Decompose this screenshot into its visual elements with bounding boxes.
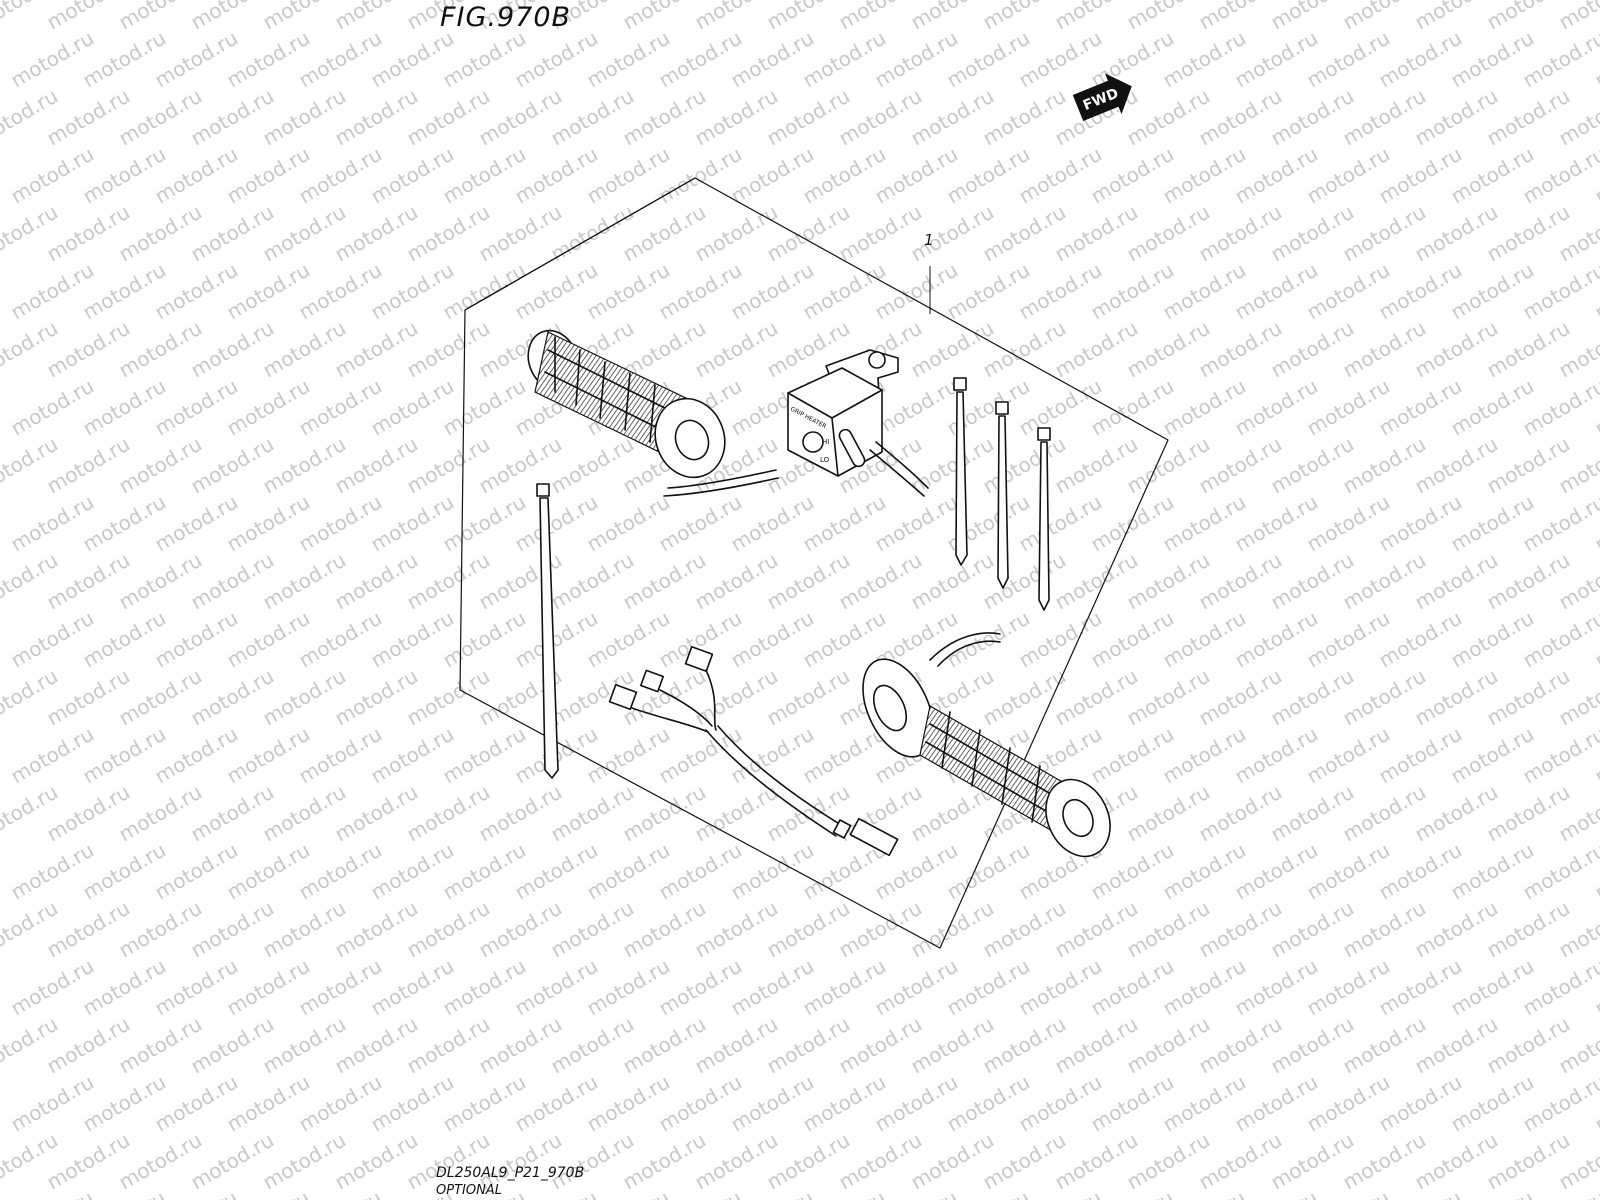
heater-switch-icon: GRIP HEATER HI LO: [787, 349, 929, 497]
switch-label-lo: LO: [820, 456, 830, 464]
grip-heater-right-icon: [862, 632, 1111, 858]
model-code: DL250AL9_P21_970B: [436, 1165, 585, 1181]
grip-heater-left-icon: [527, 329, 779, 497]
callout-label: 1: [924, 231, 934, 249]
fwd-arrow-icon: FWD: [1072, 73, 1132, 121]
figure-title: FIG.970B: [440, 2, 572, 33]
cable-tie-icon: [536, 377, 1051, 779]
optional-note: OPTIONAL: [436, 1183, 502, 1198]
switch-label-hi: HI: [822, 438, 829, 446]
wiring-harness-icon: [608, 645, 899, 857]
